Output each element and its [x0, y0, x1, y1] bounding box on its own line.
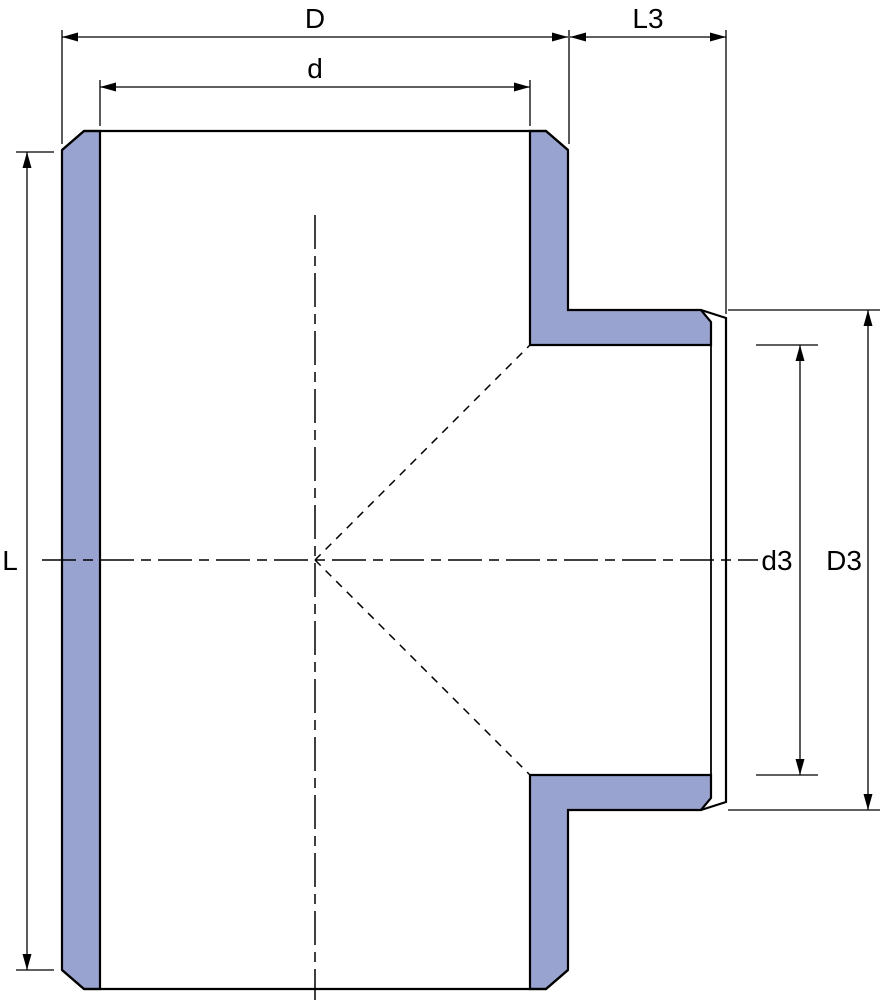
arrowheads — [22, 152, 32, 970]
arrow-right-icon — [514, 82, 530, 92]
top-socket-end-edge — [61, 129, 569, 151]
arrow-right-icon — [552, 32, 568, 42]
arrowheads — [100, 82, 530, 92]
dimension-label-d3: d3 — [761, 545, 792, 576]
hidden-line-upper — [314, 344, 531, 561]
dimension-D3: D3 — [728, 309, 880, 811]
arrow-down-icon — [863, 794, 873, 810]
arrow-up-icon — [863, 310, 873, 326]
arrow-left-icon — [100, 82, 116, 92]
arrow-up-icon — [22, 152, 32, 168]
arrow-left-icon — [62, 32, 78, 42]
dimension-label-L: L — [2, 545, 18, 576]
arrow-down-icon — [22, 954, 32, 970]
hidden-intersection-lines — [314, 344, 531, 776]
arrow-up-icon — [795, 345, 805, 361]
dimension-d3: d3 — [756, 344, 818, 776]
dimension-L: L — [2, 151, 54, 971]
hidden-line-lower — [314, 559, 531, 776]
arrowheads — [863, 310, 873, 810]
dimension-label-D3: D3 — [826, 545, 862, 576]
dimension-label-L3: L3 — [632, 3, 663, 34]
arrow-down-icon — [795, 759, 805, 775]
dimension-d: d — [99, 53, 531, 126]
fitting-body — [60, 129, 728, 991]
centerlines — [42, 215, 758, 1000]
dimension-label-d: d — [307, 53, 323, 84]
dimension-D: D — [61, 3, 570, 144]
arrow-left-icon — [570, 32, 586, 42]
arrow-right-icon — [710, 32, 726, 42]
arrowheads — [795, 345, 805, 775]
dimension-L3: L3 — [570, 3, 727, 314]
arrowheads — [570, 32, 726, 42]
arrowheads — [62, 32, 568, 42]
dimension-label-D: D — [305, 3, 325, 34]
